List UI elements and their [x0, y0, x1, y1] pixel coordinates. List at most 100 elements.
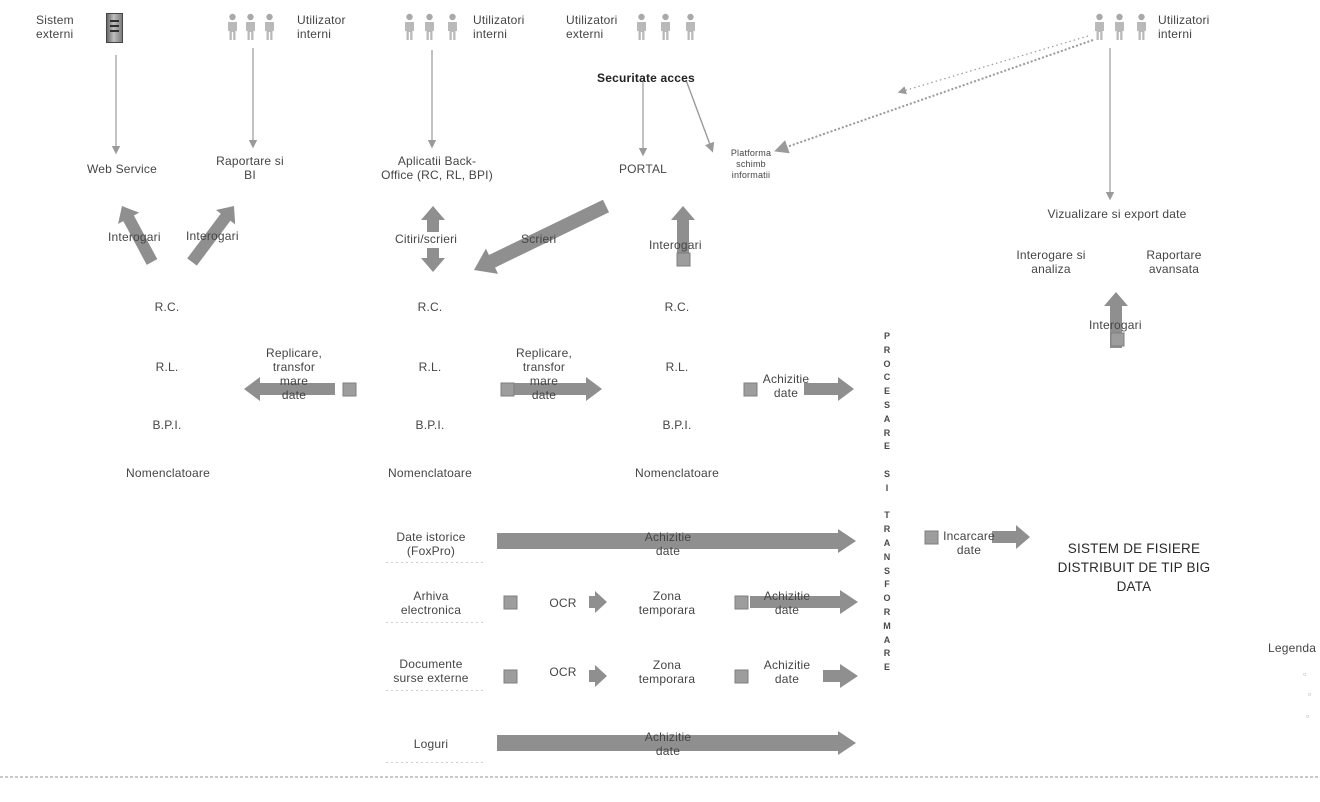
raportare-avansata-label: Raportare avansata	[1146, 248, 1202, 276]
vertical-letter: C	[883, 372, 891, 383]
raportare-bi-label: Raportare si BI	[216, 154, 284, 182]
block-arrow	[421, 206, 445, 232]
source-documente-externe: Documente surse externe	[393, 657, 469, 685]
user-icon	[405, 13, 414, 40]
vertical-letter: I	[885, 482, 889, 493]
vertical-letter: R	[883, 344, 891, 355]
db-mid-nomenclatoare: Nomenclatoare	[388, 466, 472, 480]
db-left-rl: R.L.	[155, 360, 179, 374]
process-square	[924, 530, 939, 545]
vertical-letter: R	[883, 606, 891, 617]
flow-achizitie-1: Achizitie date	[762, 372, 810, 400]
flow-interogari-4: Interogari	[1089, 318, 1142, 332]
vertical-letter: R	[883, 648, 891, 659]
connector-line	[897, 35, 1089, 95]
process-square	[1110, 332, 1125, 347]
actor-sisteme-externe: Sistem externi	[36, 13, 74, 41]
flow-zona-temporara-1: Zona temporara	[638, 589, 696, 617]
user-icon	[661, 13, 670, 40]
web-service-label: Web Service	[86, 162, 158, 176]
big-data-target: SISTEM DE FISIERE DISTRIBUIT DE TIP BIG …	[1057, 541, 1211, 594]
securitate-acces-label: Securitate acces	[597, 71, 695, 85]
dotted-separator	[386, 562, 484, 563]
vertical-letter: R	[883, 427, 891, 438]
flow-ocr-1: OCR	[549, 596, 577, 610]
block-arrow	[421, 248, 445, 272]
db-left-rc: R.C.	[154, 300, 180, 314]
platforma-schimb-label: Platforma schimb informatii	[730, 148, 772, 180]
flow-achizitie-2: Achizitie date	[644, 530, 692, 558]
server-icon	[106, 13, 123, 43]
user-icon	[246, 13, 255, 40]
process-square	[734, 595, 749, 610]
block-arrow	[671, 206, 695, 262]
process-square	[503, 669, 518, 684]
vertical-letter: E	[883, 662, 890, 673]
process-square	[342, 382, 357, 397]
source-date-istorice: Date istorice (FoxPro)	[396, 530, 466, 558]
block-arrow	[497, 731, 856, 755]
db-mid-rc: R.C.	[417, 300, 443, 314]
actor-utilizatori-interni-1: Utilizator interni	[297, 13, 346, 41]
flow-zona-temporara-2: Zona temporara	[638, 658, 696, 686]
block-arrow	[187, 206, 236, 266]
flow-achizitie-4: Achizitie date	[763, 658, 811, 686]
vertical-letter: O	[883, 358, 891, 369]
flow-interogari-1: Interogari	[108, 230, 161, 244]
flow-interogari-3: Interogari	[649, 238, 702, 252]
dotted-separator	[386, 762, 484, 763]
flow-interogari-2: Interogari	[186, 229, 239, 243]
block-arrow	[804, 377, 854, 401]
db-mid-rl: R.L.	[418, 360, 442, 374]
vertical-letter: N	[883, 551, 891, 562]
flow-incarcare-date: Incarcare date	[943, 529, 995, 557]
legend-item: ▫	[1303, 669, 1307, 679]
block-arrow	[823, 664, 858, 688]
block-arrow	[508, 377, 602, 401]
process-square	[500, 382, 515, 397]
source-arhiva-electronica: Arhiva electronica	[400, 589, 462, 617]
vertical-letter: O	[883, 593, 891, 604]
process-square	[743, 382, 758, 397]
db-mid-bpi: B.P.I.	[415, 418, 445, 432]
dotted-separator	[386, 690, 484, 691]
dotted-separator	[386, 622, 484, 623]
user-icon	[1115, 13, 1124, 40]
vertical-letter	[880, 454, 894, 468]
flow-achizitie-3: Achizitie date	[763, 589, 811, 617]
block-arrow	[497, 529, 856, 553]
user-icon	[1137, 13, 1146, 40]
block-arrow	[589, 665, 607, 687]
legend-title: Legenda	[1268, 641, 1317, 655]
flow-achizitie-5: Achizitie date	[644, 730, 692, 758]
flow-scrieri: Scrieri	[521, 232, 557, 246]
process-square	[676, 252, 691, 267]
interogare-analiza-label: Interogare si analiza	[1016, 248, 1086, 276]
user-icon	[1095, 13, 1104, 40]
db-right-nomenclatoare: Nomenclatoare	[635, 466, 719, 480]
db-right-rc: R.C.	[664, 300, 690, 314]
bottom-dotted-border	[0, 776, 1320, 778]
vertical-letter	[880, 496, 894, 510]
legend-item: ▫	[1308, 689, 1312, 699]
connector-line	[685, 79, 715, 153]
vizualizare-export-label: Vizualizare si export date	[1047, 207, 1187, 221]
process-square	[734, 669, 749, 684]
db-right-rl: R.L.	[665, 360, 689, 374]
vertical-letter: E	[883, 441, 890, 452]
actor-utilizatori-interni-2: Utilizatori interni	[473, 13, 525, 41]
legend-item: ▫	[1306, 711, 1310, 721]
flow-citiri-scrieri: Citiri/scrieri	[395, 232, 458, 246]
vertical-letter: F	[884, 579, 890, 590]
user-icon	[448, 13, 457, 40]
portal-label: PORTAL	[618, 162, 668, 176]
user-icon	[637, 13, 646, 40]
vertical-letter: A	[883, 537, 891, 548]
user-icon	[686, 13, 695, 40]
vertical-letter: E	[883, 386, 890, 397]
block-arrow	[750, 590, 858, 614]
block-arrow	[474, 199, 610, 274]
